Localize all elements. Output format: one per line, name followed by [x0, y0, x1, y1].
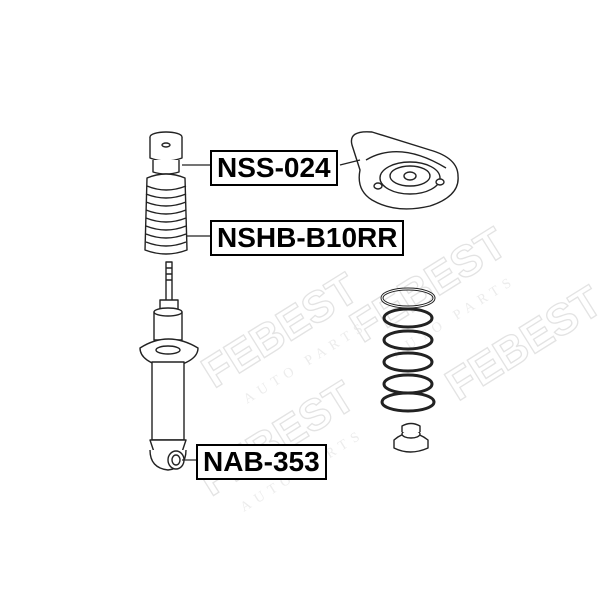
watermark-brand-4: FEBEST — [437, 277, 600, 411]
part-label-nshb-b10rr: NSHB-B10RR — [210, 220, 405, 256]
part-label-nss-024: NSS-024 — [210, 150, 338, 186]
watermark-layer: FEBEST AUTO PARTS FEBEST AUTO PARTS FEBE… — [190, 218, 600, 516]
part-label-nab-353: NAB-353 — [196, 444, 327, 480]
strut-mount-drawing — [350, 131, 459, 210]
shock-absorber-drawing — [139, 261, 199, 471]
leader-lines — [182, 159, 361, 461]
coil-spring-drawing — [380, 287, 436, 413]
spring-seat-drawing — [393, 422, 429, 453]
dust-boot-drawing — [144, 131, 188, 255]
